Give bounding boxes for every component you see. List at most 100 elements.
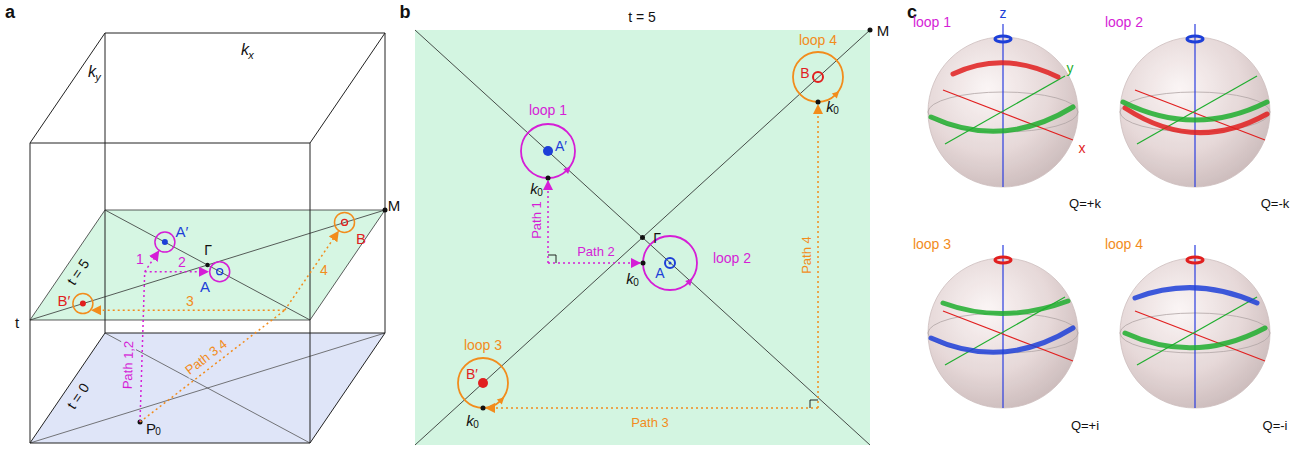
plane-panel-part (415, 30, 870, 445)
loop-label: loop 4 (1105, 237, 1143, 251)
point-label: A (200, 279, 210, 294)
plane-panel-part (478, 378, 488, 388)
bloch-spheres-part-part (1135, 288, 1257, 303)
plane-panel-part (816, 100, 821, 105)
subscript: y (95, 72, 101, 83)
charge-label: Q=-k (1261, 197, 1290, 210)
axis-label: k (466, 413, 474, 428)
bloch-spheres (928, 24, 1270, 408)
cube-panel-part (30, 33, 385, 443)
cube-panel-part (105, 210, 310, 320)
bloch-spheres-part (928, 24, 1078, 187)
plane-panel-part (669, 262, 672, 265)
path-label: Path 2 (577, 245, 615, 258)
point-label: M (877, 23, 890, 38)
bloch-spheres-part-part (1187, 257, 1203, 263)
plane-panel-part (543, 146, 553, 156)
loop-label: loop 1 (913, 15, 951, 29)
cube-panel-part (80, 301, 86, 307)
cube-panel-part (30, 333, 385, 443)
bloch-spheres-part-part (1123, 102, 1267, 120)
bloch-spheres-part-part (995, 36, 1011, 42)
plane-panel-part (640, 235, 645, 240)
bloch-spheres-part (928, 245, 1078, 408)
point-label: A (655, 266, 664, 280)
cube-panel-part (217, 269, 223, 275)
path-label: Path 3 (631, 416, 669, 429)
plane-label: t = 5 (628, 10, 656, 24)
cube-panel-part (145, 251, 159, 272)
plane-panel-part (685, 279, 692, 286)
point-label: A′ (555, 139, 567, 153)
point-label: A′ (176, 224, 189, 239)
axis-label: k (626, 271, 634, 286)
cube-panel-part (92, 309, 285, 311)
path-label: Path 1,2 (120, 339, 137, 392)
cube-panel (30, 33, 388, 443)
bloch-spheres-part-part (1125, 328, 1265, 348)
path-label: Path 1 (530, 201, 543, 239)
plane-panel-part (415, 30, 870, 445)
plane-panel-part (481, 406, 486, 411)
plane-panel-part (641, 261, 646, 266)
cube-panel-part (383, 208, 388, 213)
path-label: Path 4 (800, 236, 813, 274)
cube-panel-part (30, 210, 385, 320)
plane-panel-part (415, 30, 870, 445)
loop-label: loop 2 (1105, 15, 1143, 29)
charge-label: Q=-i (1263, 419, 1288, 432)
plane-panel-part (547, 181, 549, 263)
axis-label: y (1067, 61, 1074, 75)
loop-label: loop 4 (799, 33, 837, 47)
subscript: 0 (633, 278, 639, 288)
bloch-spheres-part-part (1187, 36, 1203, 42)
subscript: 0 (833, 106, 839, 116)
plane-panel-part (868, 28, 873, 33)
cube-panel-part (30, 210, 385, 320)
bloch-spheres-part-part (928, 245, 1078, 408)
subscript: 0 (155, 427, 161, 437)
subscript: 0 (473, 420, 479, 430)
cube-panel-part (30, 333, 385, 443)
cube-panel-part (335, 212, 355, 232)
axis-label: k (826, 99, 834, 114)
point-label: B (356, 231, 366, 246)
plane-panel-part (832, 91, 839, 98)
point-label: B′ (58, 293, 71, 308)
plane-panel-part (497, 397, 504, 404)
cube-panel-part (162, 239, 168, 245)
path-label: 4 (320, 263, 328, 277)
bloch-spheres-part (1120, 245, 1270, 408)
plane-panel-part (458, 358, 508, 408)
plane-panel-part (817, 105, 819, 408)
panel-letter: b (400, 3, 411, 21)
loop-label: loop 3 (464, 338, 502, 352)
loop-label: loop 1 (529, 103, 567, 117)
plane-panel-part (643, 236, 697, 290)
point-label: B (800, 66, 809, 80)
cube-panel-part (210, 262, 230, 282)
cube-panel-part (105, 333, 310, 443)
subscript: 0 (537, 188, 543, 198)
axis-label: t (15, 315, 19, 330)
bloch-spheres-part-part (928, 24, 1078, 187)
plane-panel (415, 28, 873, 446)
charge-label: Q=+i (1071, 419, 1099, 432)
axis-label: k (241, 42, 249, 58)
loop-label: loop 2 (713, 251, 751, 265)
plane-panel-part (548, 255, 818, 408)
bloch-spheres-part-part (1120, 245, 1270, 408)
bloch-spheres-part-part (943, 301, 1068, 314)
subscript: x (248, 50, 254, 61)
point-label: B′ (466, 367, 478, 381)
axis-label: z (1000, 6, 1007, 20)
charge-label: Q=+k (1069, 197, 1101, 210)
plane-panel-part (548, 262, 640, 264)
axis-label: x (1079, 141, 1086, 155)
loop-label: loop 3 (913, 237, 951, 251)
plane-panel-part (793, 52, 843, 102)
cube-panel-part (205, 263, 209, 267)
cube-panel-part (145, 271, 208, 273)
